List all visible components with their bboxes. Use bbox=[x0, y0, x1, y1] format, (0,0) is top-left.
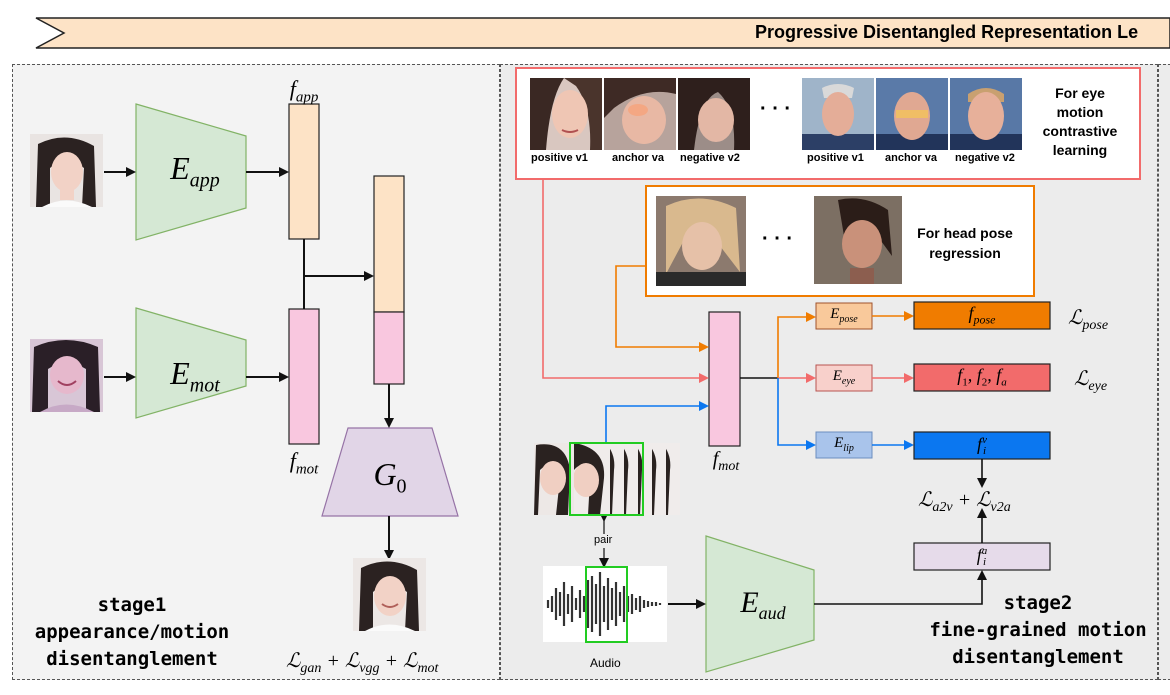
eye-label-negative-1: negative v2 bbox=[680, 152, 740, 164]
concat-mot-bar bbox=[373, 311, 405, 385]
encoder-app-shape bbox=[135, 103, 247, 241]
output-generated-photo bbox=[353, 558, 426, 631]
encoder-aud-shape bbox=[705, 535, 815, 673]
feature-lip-bar bbox=[913, 431, 1051, 460]
banner bbox=[35, 17, 1170, 49]
feature-pose-label: fpose bbox=[968, 303, 996, 327]
loss-eye: ℒeye bbox=[1074, 368, 1108, 394]
feature-mot-bar bbox=[288, 308, 320, 445]
encoder-mot-label: Emot bbox=[170, 355, 220, 397]
feature-app-label: fapp bbox=[289, 76, 319, 106]
head-ellipsis: · · · bbox=[762, 228, 794, 250]
stage2-title: stage2 fine-grained motion disentangleme… bbox=[929, 592, 1147, 668]
input-motion-photo bbox=[30, 339, 103, 412]
encoder-aud-label: Eaud bbox=[740, 586, 786, 623]
generator-shape bbox=[321, 427, 459, 517]
encoder-app-label: Eapp bbox=[170, 150, 220, 192]
eye-label-negative-2: negative v2 bbox=[955, 152, 1015, 164]
eye-caption: For eye motion contrastive learning bbox=[1042, 85, 1118, 158]
feature-app-bar bbox=[288, 103, 320, 240]
eye-label-positive-2: positive v1 bbox=[807, 152, 864, 164]
feature-pose-bar bbox=[913, 301, 1051, 330]
encoder-eye-label: Eeye bbox=[832, 368, 856, 387]
loss-pose: ℒpose bbox=[1068, 307, 1109, 333]
eye-negative-photo-1 bbox=[678, 78, 750, 150]
stage1-title: stage1 appearance/motion disentanglement bbox=[34, 594, 230, 670]
banner-title: Progressive Disentangled Representation … bbox=[755, 22, 1139, 42]
eye-label-anchor-2: anchor va bbox=[885, 152, 937, 164]
eye-label-positive-1: positive v1 bbox=[531, 152, 588, 164]
eye-positive-photo-1 bbox=[530, 78, 602, 150]
generator-label: G0 bbox=[373, 456, 407, 498]
feature-eye-label: f1, f2, fa bbox=[957, 365, 1007, 389]
head-pose-photo-2 bbox=[814, 196, 902, 284]
head-pose-photo-1 bbox=[656, 196, 746, 286]
loss-sync: ℒa2v + ℒv2a bbox=[918, 489, 1011, 515]
feature-mot-label: fmot bbox=[289, 448, 319, 478]
video-frames bbox=[534, 442, 680, 516]
eye-positive-photo-2 bbox=[802, 78, 874, 150]
feature-mot-bar-stage2 bbox=[708, 311, 741, 447]
feature-mot-label-stage2: fmot bbox=[712, 448, 740, 474]
feature-eye-bar bbox=[913, 363, 1051, 392]
encoder-pose-label: Epose bbox=[830, 306, 858, 325]
eye-label-anchor-1: anchor va bbox=[612, 152, 664, 164]
pair-label: pair bbox=[593, 534, 614, 546]
concat-app-bar bbox=[373, 175, 405, 313]
input-appearance-photo bbox=[30, 134, 103, 207]
head-caption: For head pose regression bbox=[917, 225, 1013, 261]
encoder-lip-label: Elip bbox=[834, 435, 854, 454]
stage3-panel-edge bbox=[1158, 64, 1170, 680]
eye-negative-photo-2 bbox=[950, 78, 1022, 150]
eye-ellipsis: · · · bbox=[760, 98, 792, 120]
encoder-lip-box bbox=[815, 431, 873, 459]
encoder-mot-shape bbox=[135, 307, 247, 419]
eye-anchor-photo-1 bbox=[604, 78, 676, 150]
audio-label: Audio bbox=[590, 656, 621, 670]
stage1-loss: ℒgan + ℒvgg + ℒmot bbox=[286, 650, 439, 676]
audio-waveform bbox=[543, 566, 667, 643]
eye-anchor-photo-2 bbox=[876, 78, 948, 150]
